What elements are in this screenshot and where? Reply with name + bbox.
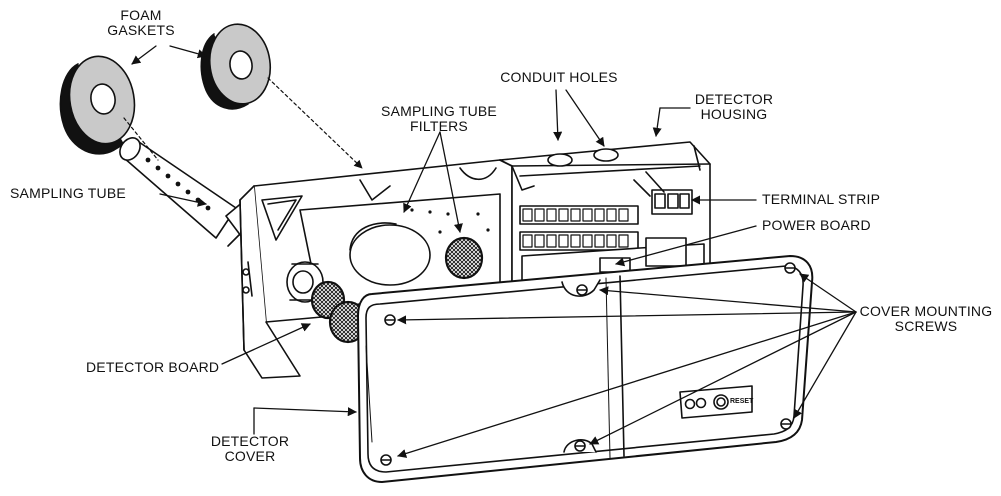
terminal-strip [519, 171, 693, 251]
foam-gasket-left [59, 55, 136, 155]
label-conduit-holes: CONDUIT HOLES [500, 69, 618, 85]
label-cover-mounting-screws: COVER MOUNTING SCREWS [859, 303, 993, 334]
cover-screws [380, 262, 796, 466]
leader-lines [131, 45, 857, 458]
label-detector-cover: DETECTOR COVER [210, 433, 290, 464]
reset-button-graphic [684, 394, 729, 410]
label-reset: RESET [730, 398, 754, 405]
label-terminal-strip: TERMINAL STRIP [762, 191, 881, 207]
label-detector-housing: DETECTOR HOUSING [694, 91, 774, 122]
label-power-board: POWER BOARD [762, 217, 871, 233]
foam-gasket-right [200, 23, 272, 110]
label-foam-gaskets: FOAM GASKETS [107, 7, 175, 38]
label-detector-board: DETECTOR BOARD [86, 359, 220, 375]
label-sampling-tube: SAMPLING TUBE [10, 185, 126, 201]
label-sampling-tube-filters: SAMPLING TUBE FILTERS [381, 103, 497, 134]
detector-board [286, 193, 501, 344]
